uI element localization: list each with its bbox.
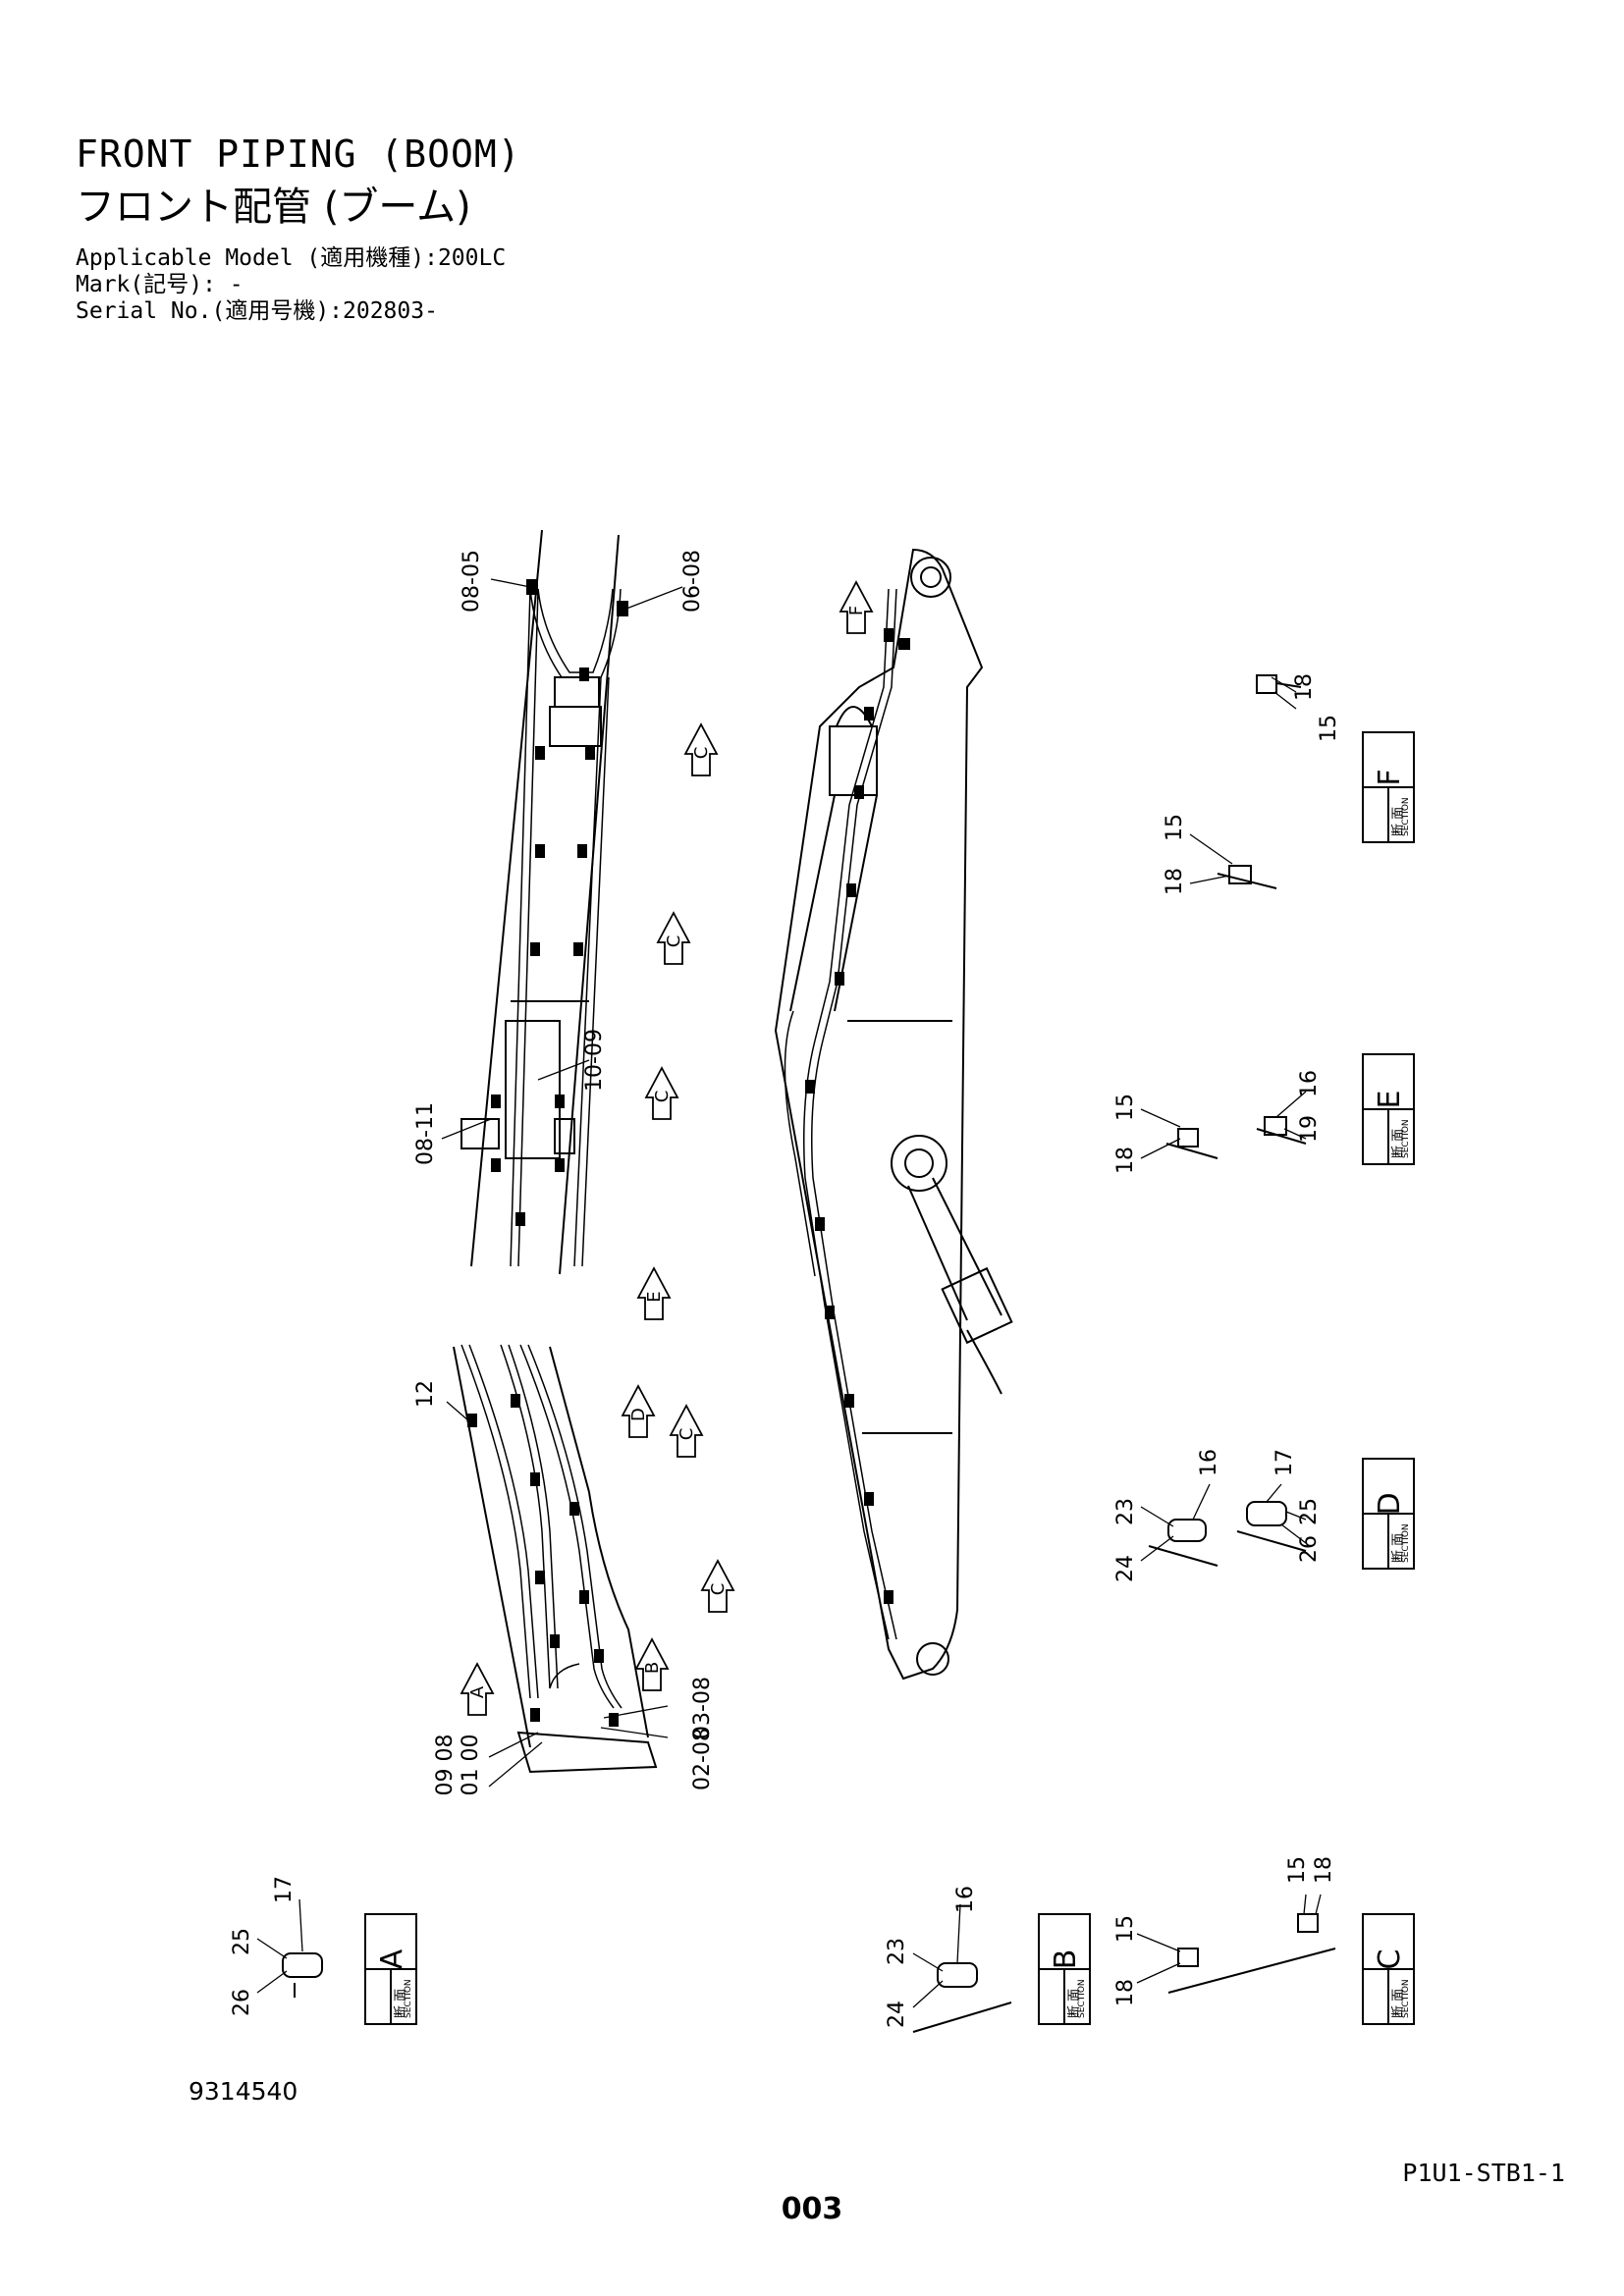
callout-d-24: 24 bbox=[1113, 1555, 1138, 1582]
view-arrow-f bbox=[839, 580, 874, 634]
section-label-jp-a: 断 面 bbox=[394, 1989, 408, 2018]
section-label-en-a: SECTION bbox=[404, 1979, 413, 2018]
section-box-e bbox=[1362, 1053, 1415, 1165]
callout-f-15-top: 15 bbox=[1317, 715, 1341, 742]
section-box-c bbox=[1362, 1913, 1415, 2025]
view-arrow-label-f: F bbox=[846, 606, 867, 615]
callout-b-16: 16 bbox=[953, 1886, 978, 1913]
callout-f-15: 15 bbox=[1163, 814, 1187, 841]
callout-c-18-top: 18 bbox=[1312, 1856, 1336, 1884]
callout-e-15: 15 bbox=[1113, 1094, 1138, 1121]
section-label-jp-e: 断 面 bbox=[1391, 1129, 1406, 1158]
view-arrow-label-c2: C bbox=[664, 935, 684, 948]
view-arrow-a bbox=[460, 1662, 495, 1716]
clamp-sketches bbox=[282, 674, 1336, 2033]
callout-a-17: 17 bbox=[272, 1876, 297, 1903]
view-arrow-c2 bbox=[656, 911, 691, 965]
view-arrow-label-e: E bbox=[644, 1291, 665, 1302]
callout-e-16: 16 bbox=[1297, 1070, 1322, 1097]
section-box-f bbox=[1362, 731, 1415, 843]
section-box-a bbox=[364, 1913, 417, 2025]
section-label-en-b: SECTION bbox=[1077, 1979, 1087, 2018]
callout-f-18-top: 18 bbox=[1292, 673, 1317, 701]
section-label-en-d: SECTION bbox=[1401, 1523, 1411, 1563]
section-label-en-c: SECTION bbox=[1401, 1979, 1411, 2018]
section-label-jp-d: 断 面 bbox=[1391, 1533, 1406, 1563]
callout-01-00: 01 00 bbox=[459, 1735, 483, 1796]
page-number: 003 bbox=[781, 2192, 843, 2226]
view-arrow-c4 bbox=[669, 1404, 704, 1458]
view-arrow-label-c3: C bbox=[652, 1091, 673, 1103]
page-title-en: FRONT PIPING (BOOM) bbox=[76, 133, 521, 176]
section-label-jp-f: 断 面 bbox=[1391, 807, 1406, 836]
section-letter-c: C bbox=[1373, 1949, 1407, 1970]
section-letter-a: A bbox=[375, 1949, 409, 1969]
callout-d-25: 25 bbox=[1297, 1498, 1322, 1525]
callout-08-11: 08-11 bbox=[413, 1102, 438, 1165]
callout-d-26: 26 bbox=[1297, 1535, 1322, 1563]
section-label-en-f: SECTION bbox=[1401, 797, 1411, 836]
view-arrow-d bbox=[621, 1384, 656, 1438]
part-number: 9314540 bbox=[189, 2077, 298, 2106]
section-letter-e: E bbox=[1373, 1091, 1407, 1109]
page-title-jp: フロント配管 (ブーム) bbox=[76, 185, 471, 230]
view-arrow-c5 bbox=[700, 1559, 735, 1613]
callout-09-08: 09 08 bbox=[433, 1735, 458, 1796]
upper-boom-detail bbox=[460, 529, 628, 1275]
callout-e-18: 18 bbox=[1113, 1147, 1138, 1174]
callout-d-16: 16 bbox=[1197, 1449, 1221, 1476]
section-letter-f: F bbox=[1373, 769, 1407, 785]
view-arrow-e bbox=[636, 1266, 672, 1320]
callout-06-08: 06-08 bbox=[680, 550, 705, 613]
serial-number: Serial No.(適用号機):202803- bbox=[76, 298, 438, 324]
callout-c-18: 18 bbox=[1113, 1979, 1138, 2006]
applicable-model: Applicable Model (適用機種):200LC bbox=[76, 245, 507, 271]
lower-boom-detail bbox=[453, 1344, 658, 1774]
callout-a-26: 26 bbox=[230, 1989, 254, 2016]
callout-02-08: 02-08 bbox=[690, 1728, 715, 1790]
section-label-jp-c: 断 面 bbox=[1391, 1989, 1406, 2018]
section-letter-d: D bbox=[1373, 1492, 1407, 1515]
view-arrow-label-a: A bbox=[467, 1685, 488, 1698]
document-reference: P1U1-STB1-1 bbox=[1402, 2159, 1565, 2187]
section-label-jp-b: 断 面 bbox=[1067, 1989, 1082, 2018]
callout-c-15-top: 15 bbox=[1285, 1856, 1310, 1884]
view-arrow-c1 bbox=[683, 722, 719, 776]
callout-03-08: 03-08 bbox=[690, 1677, 715, 1739]
callout-f-18: 18 bbox=[1163, 868, 1187, 895]
section-box-b bbox=[1038, 1913, 1091, 2025]
view-arrow-b bbox=[634, 1637, 670, 1691]
view-arrow-c3 bbox=[644, 1066, 679, 1120]
view-arrow-label-c4: C bbox=[677, 1428, 697, 1441]
mark: Mark(記号): - bbox=[76, 272, 244, 297]
view-arrow-label-d: D bbox=[628, 1408, 649, 1421]
section-label-en-e: SECTION bbox=[1401, 1119, 1411, 1158]
callout-e-19: 19 bbox=[1297, 1115, 1322, 1143]
callout-c-15: 15 bbox=[1113, 1915, 1138, 1943]
view-arrow-label-c1: C bbox=[691, 747, 712, 760]
view-arrow-label-b: B bbox=[642, 1662, 663, 1674]
callout-b-24: 24 bbox=[885, 2001, 909, 2028]
callout-08-05: 08-05 bbox=[460, 550, 484, 613]
callout-10-09: 10-09 bbox=[582, 1029, 607, 1092]
callout-d-17: 17 bbox=[1272, 1449, 1297, 1476]
section-letter-b: B bbox=[1049, 1949, 1083, 1970]
callout-d-23: 23 bbox=[1113, 1498, 1138, 1525]
callout-b-23: 23 bbox=[885, 1938, 909, 1965]
section-box-d bbox=[1362, 1458, 1415, 1570]
view-arrow-label-c5: C bbox=[708, 1583, 729, 1596]
boom-side-view bbox=[774, 548, 1013, 1681]
callout-12: 12 bbox=[413, 1380, 438, 1408]
callout-a-25: 25 bbox=[230, 1928, 254, 1955]
